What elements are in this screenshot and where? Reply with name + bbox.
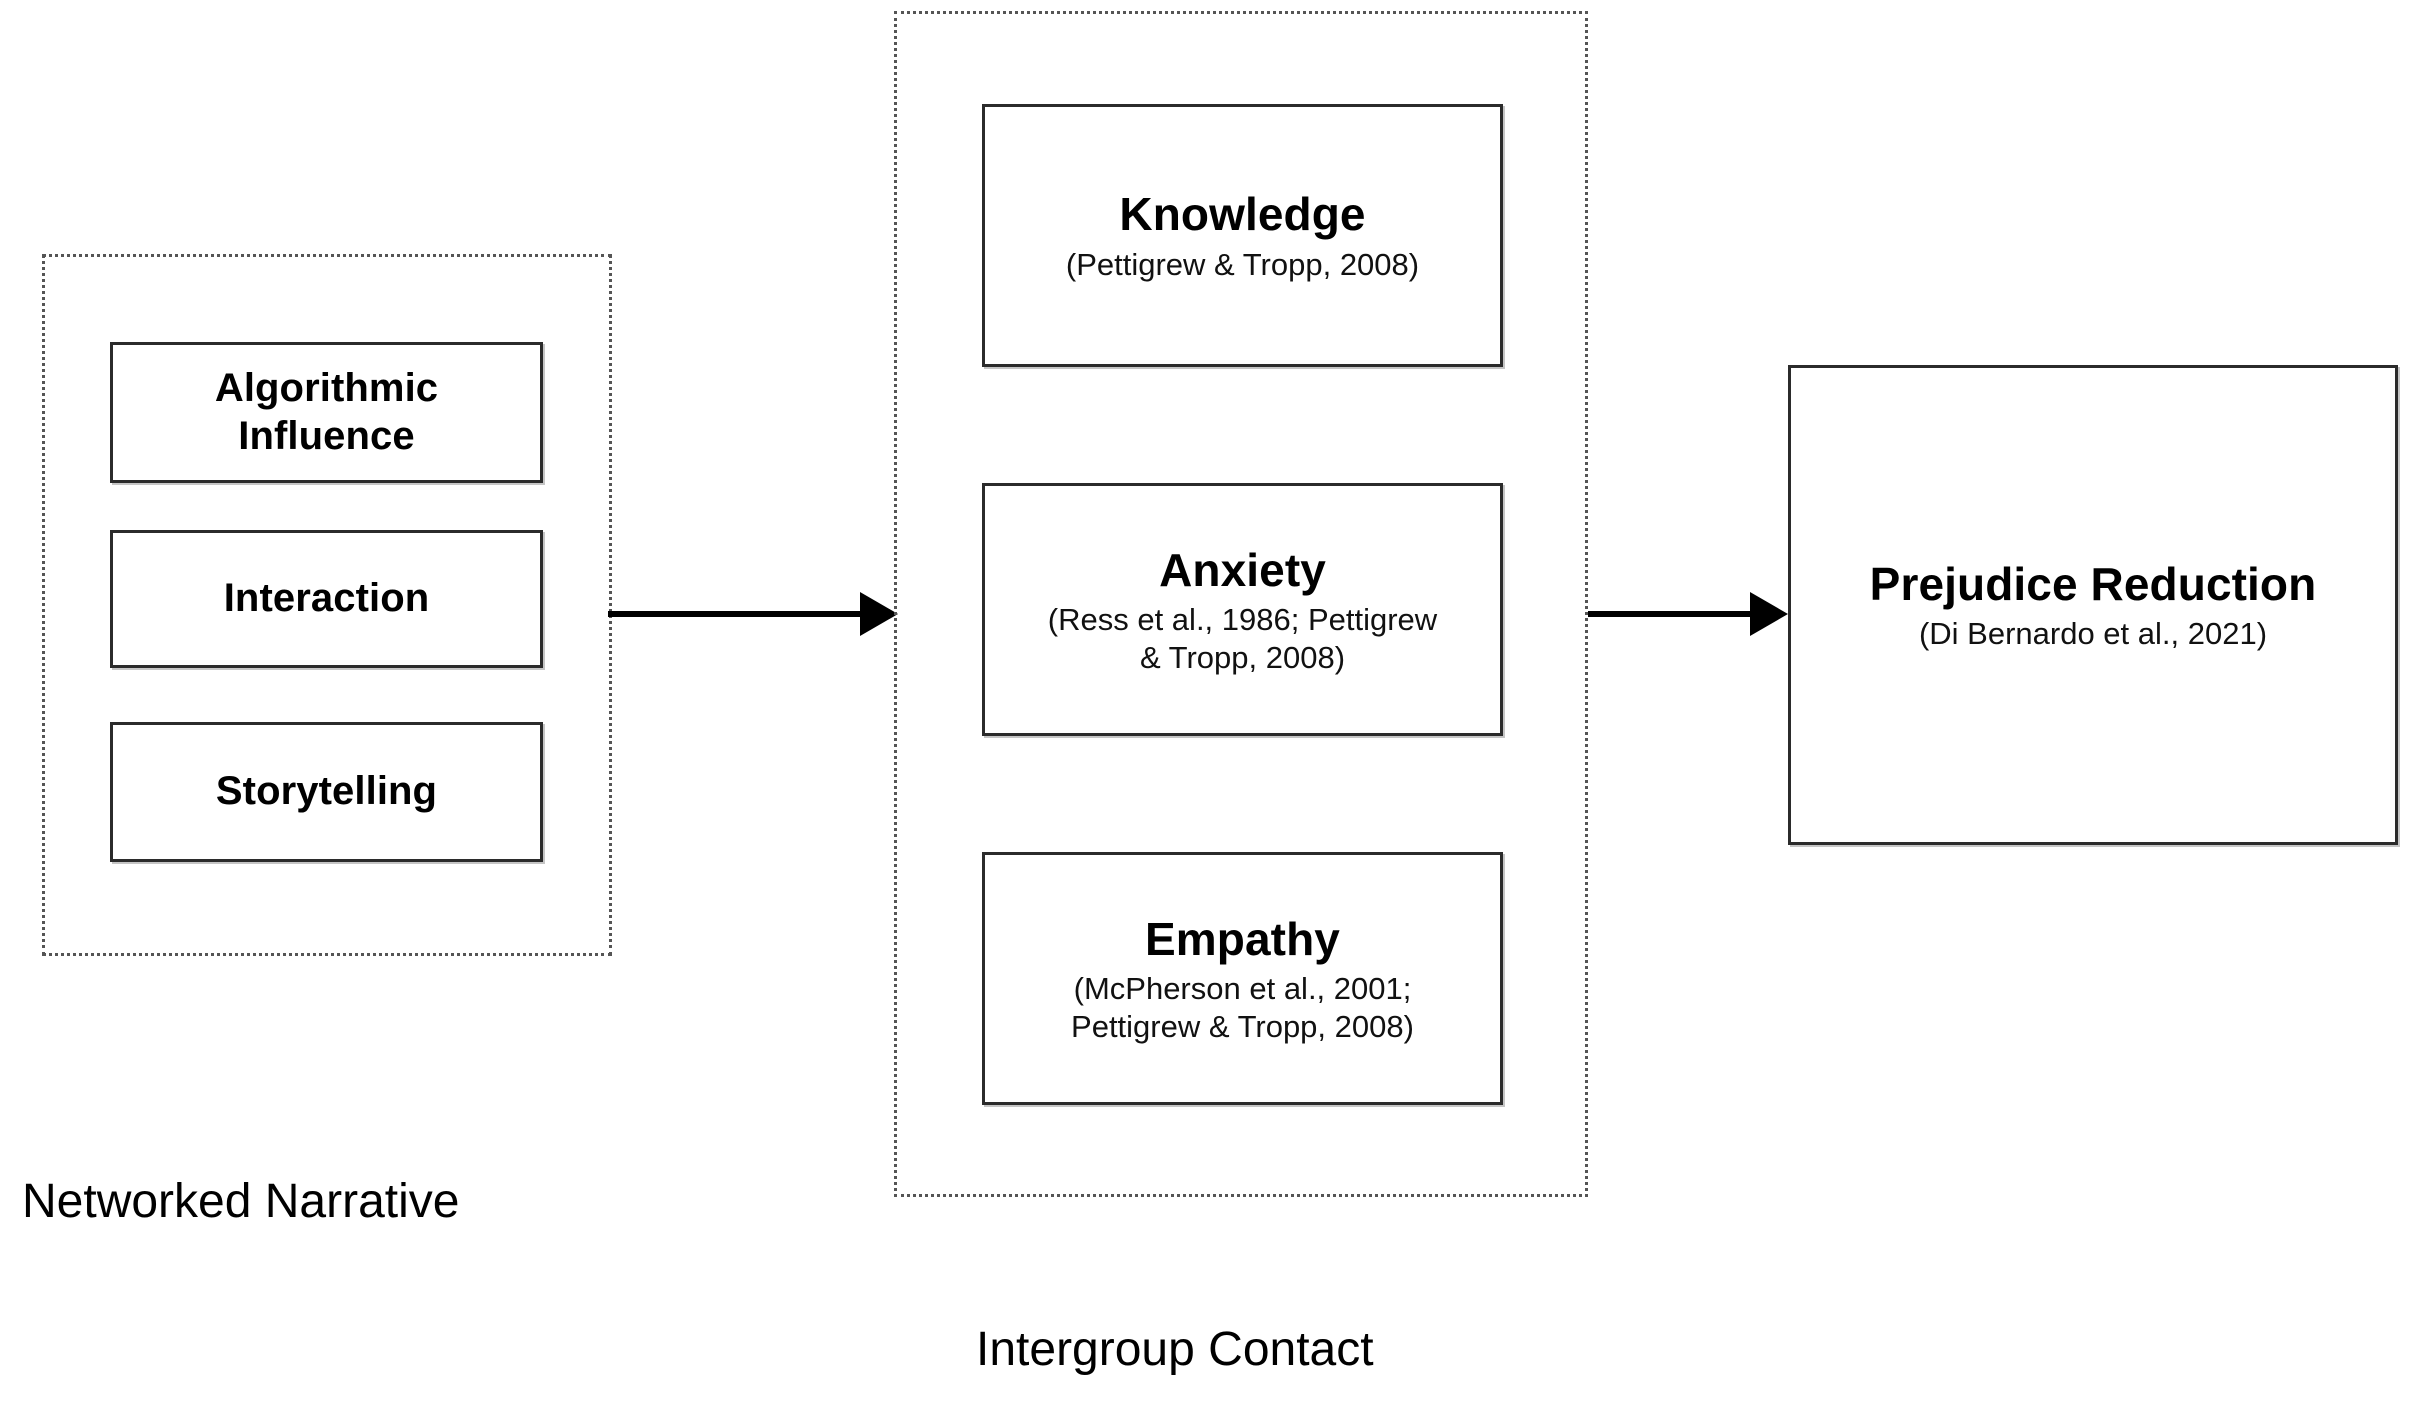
box-prejudice-reduction[interactable]: Prejudice Reduction (Di Bernardo et al.,… [1788, 365, 2398, 845]
caption-networked-narrative: Networked Narrative [22, 1175, 460, 1228]
box-empathy-citation: (McPherson et al., 2001; Pettigrew & Tro… [1071, 970, 1414, 1044]
box-knowledge[interactable]: Knowledge (Pettigrew & Tropp, 2008) [982, 104, 1503, 367]
box-storytelling[interactable]: Storytelling [110, 722, 543, 862]
group-networked-narrative [42, 254, 612, 956]
arrow-contact-to-outcome [1588, 586, 1788, 642]
box-algorithmic-influence-title: Algorithmic Influence [214, 366, 439, 458]
box-interaction-title: Interaction [223, 576, 430, 621]
box-anxiety[interactable]: Anxiety (Ress et al., 1986; Pettigrew & … [982, 483, 1503, 736]
box-prejudice-reduction-citation: (Di Bernardo et al., 2021) [1918, 616, 2268, 652]
box-algorithmic-influence[interactable]: Algorithmic Influence [110, 342, 543, 483]
arrow-narrative-to-contact [608, 586, 898, 642]
box-storytelling-title: Storytelling [215, 769, 438, 814]
box-empathy[interactable]: Empathy (McPherson et al., 2001; Pettigr… [982, 852, 1503, 1105]
box-knowledge-title: Knowledge [1119, 188, 1366, 241]
caption-intergroup-contact: Intergroup Contact [976, 1323, 1374, 1376]
box-interaction[interactable]: Interaction [110, 530, 543, 668]
box-prejudice-reduction-title: Prejudice Reduction [1869, 557, 2317, 610]
group-intergroup-contact [894, 11, 1588, 1197]
box-empathy-title: Empathy [1145, 912, 1340, 965]
box-knowledge-citation: (Pettigrew & Tropp, 2008) [1065, 246, 1420, 282]
box-anxiety-citation: (Ress et al., 1986; Pettigrew & Tropp, 2… [1047, 601, 1438, 675]
box-anxiety-title: Anxiety [1159, 543, 1326, 596]
